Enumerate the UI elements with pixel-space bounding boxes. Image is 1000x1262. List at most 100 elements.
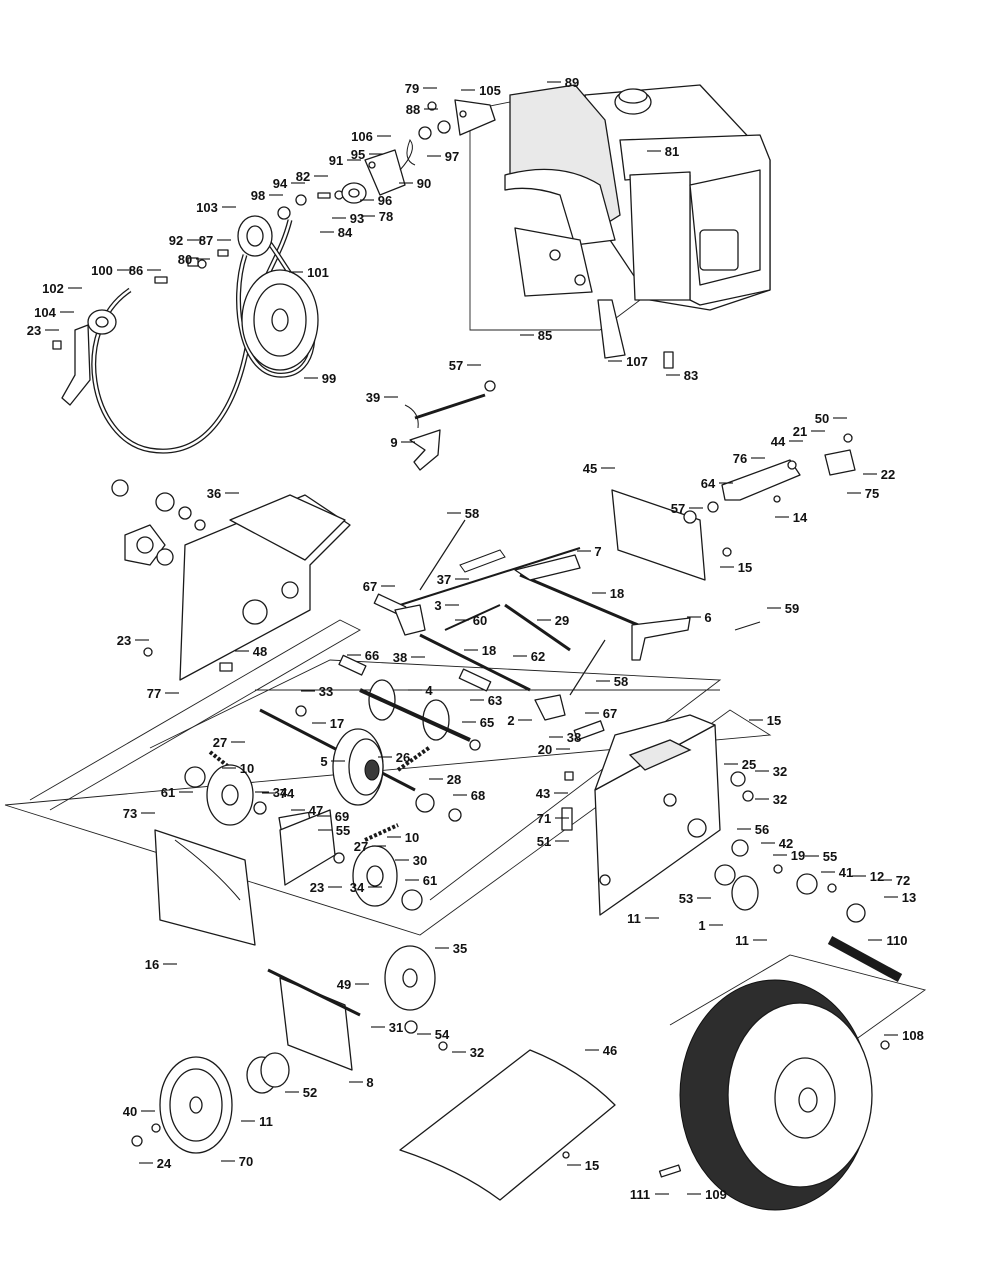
callout-number: 64 [701,476,716,491]
callout-number: 90 [417,176,431,191]
callout-64: 64 [701,476,733,491]
callout-number: 69 [335,809,349,824]
callout-number: 97 [445,149,459,164]
callout-15: 15 [749,713,781,728]
callout-number: 26 [396,750,410,765]
callout-number: 45 [583,461,597,476]
callout-number: 28 [447,772,461,787]
callout-number: 15 [738,560,752,575]
callout-number: 52 [303,1085,317,1100]
callout-number: 108 [902,1028,924,1043]
callout-number: 88 [406,102,420,117]
callout-104: 104 [34,305,74,320]
callout-55: 55 [805,849,837,864]
callout-108: 108 [884,1028,924,1043]
callout-101: 101 [289,265,329,280]
callout-7: 7 [577,544,602,559]
callout-number: 3 [434,598,441,613]
callout-73: 73 [123,806,155,821]
callout-number: 23 [310,880,324,895]
callout-number: 15 [585,1158,599,1173]
callout-14: 14 [775,510,808,525]
callout-number: 105 [479,83,501,98]
callout-18: 18 [592,586,624,601]
callout-number: 50 [815,411,829,426]
callout-35: 35 [435,941,467,956]
idler-arm-assembly [404,380,496,471]
callout-number: 36 [207,486,221,501]
callout-30: 30 [395,853,427,868]
callout-9: 9 [390,435,415,450]
callout-number: 86 [129,263,143,278]
callout-number: 80 [178,252,192,267]
callout-number: 8 [366,1075,373,1090]
chute-bracket-assembly [611,433,856,631]
callout-number: 19 [791,848,805,863]
callout-26: 26 [378,750,410,765]
callout-number: 71 [537,811,551,826]
callout-53: 53 [679,891,711,906]
callout-67: 67 [585,706,617,721]
callout-number: 29 [555,613,569,628]
callout-61: 61 [405,873,437,888]
callout-46: 46 [585,1043,617,1058]
callout-23: 23 [117,633,149,648]
callout-number: 10 [405,830,419,845]
callout-number: 72 [896,873,910,888]
callout-91: 91 [329,153,361,168]
callout-number: 100 [91,263,113,278]
callout-105: 105 [461,83,501,98]
callout-number: 62 [531,649,545,664]
right-housing-assembly [561,714,903,982]
callout-number: 49 [337,977,351,992]
callout-57: 57 [449,358,481,373]
callout-36: 36 [207,486,239,501]
callout-number: 7 [594,544,601,559]
callout-number: 5 [320,754,327,769]
callout-number: 94 [273,176,288,191]
callout-11: 11 [735,933,767,948]
callout-77: 77 [147,686,179,701]
callout-1: 1 [698,918,723,933]
callout-number: 18 [482,643,496,658]
callout-42: 42 [761,836,793,851]
callout-10: 10 [387,830,419,845]
callout-number: 82 [296,169,310,184]
callout-79: 79 [405,81,437,96]
callout-56: 56 [737,822,769,837]
callout-number: 77 [147,686,161,701]
callout-62: 62 [513,649,545,664]
callout-44: 44 [771,434,803,449]
callout-number: 30 [413,853,427,868]
callout-32: 32 [755,792,787,807]
callout-5: 5 [320,754,345,769]
callout-83: 83 [666,368,698,383]
callout-number: 11 [627,911,641,926]
belt-drive-assembly [52,99,496,454]
callout-99: 99 [304,371,336,386]
callout-69: 69 [317,809,349,824]
callout-34: 34 [255,785,288,800]
sprocket-assembly [184,750,423,911]
callout-number: 81 [665,144,679,159]
callout-number: 107 [626,354,648,369]
callout-number: 61 [161,785,175,800]
callout-66: 66 [347,648,379,663]
callout-number: 95 [351,147,365,162]
callout-number: 6 [704,610,711,625]
callout-number: 85 [538,328,552,343]
callout-number: 58 [614,674,628,689]
callout-6: 6 [687,610,712,625]
callout-96: 96 [360,193,392,208]
callout-27: 27 [213,735,245,750]
callout-47: 47 [291,803,323,818]
callout-4: 4 [408,683,433,698]
callout-number: 25 [742,757,756,772]
wheel-assembly [658,979,890,1211]
callout-number: 17 [330,716,344,731]
callout-number: 65 [480,715,494,730]
callout-92: 92 [169,233,201,248]
callout-61: 61 [161,785,193,800]
callout-number: 54 [435,1027,450,1042]
callout-number: 106 [351,129,373,144]
